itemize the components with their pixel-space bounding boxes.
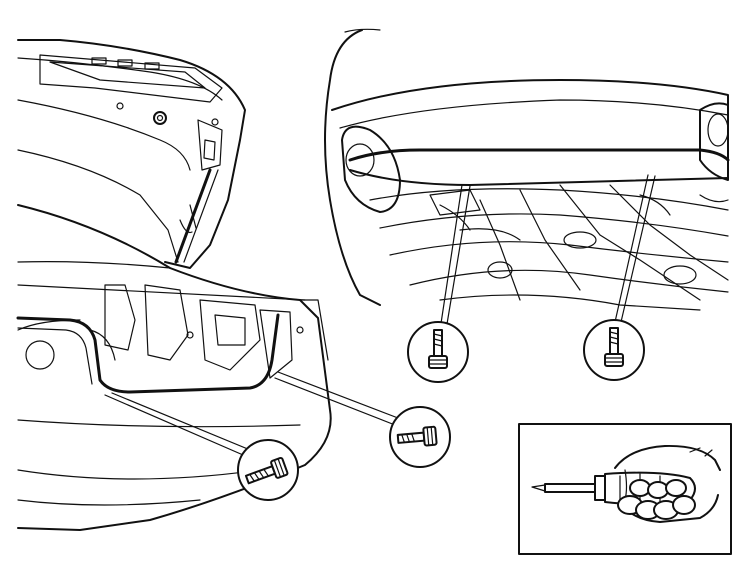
leader-line-left xyxy=(439,184,463,331)
recess-left xyxy=(341,125,401,213)
recess-right xyxy=(699,102,729,181)
bolt-icon xyxy=(396,425,438,447)
bolt-icon xyxy=(428,329,448,369)
bolt-callout-lower xyxy=(237,439,299,501)
underside-bumper-view xyxy=(324,28,730,383)
rear-bumper xyxy=(16,204,332,531)
leader-line-right xyxy=(274,377,396,426)
tool-inset xyxy=(518,423,732,555)
leader-line-lower xyxy=(104,394,251,459)
bolt-icon xyxy=(604,327,624,367)
leader-line-right-under xyxy=(614,174,649,323)
bolt-icon xyxy=(244,456,289,485)
bolt-callout-right-under xyxy=(583,319,645,381)
bolt-callout-right xyxy=(389,406,451,468)
screwdriver-icon xyxy=(531,444,721,523)
rear-tailgate-view xyxy=(16,39,451,531)
tailgate-lid xyxy=(17,39,246,269)
bolt-callout-left xyxy=(407,321,469,383)
